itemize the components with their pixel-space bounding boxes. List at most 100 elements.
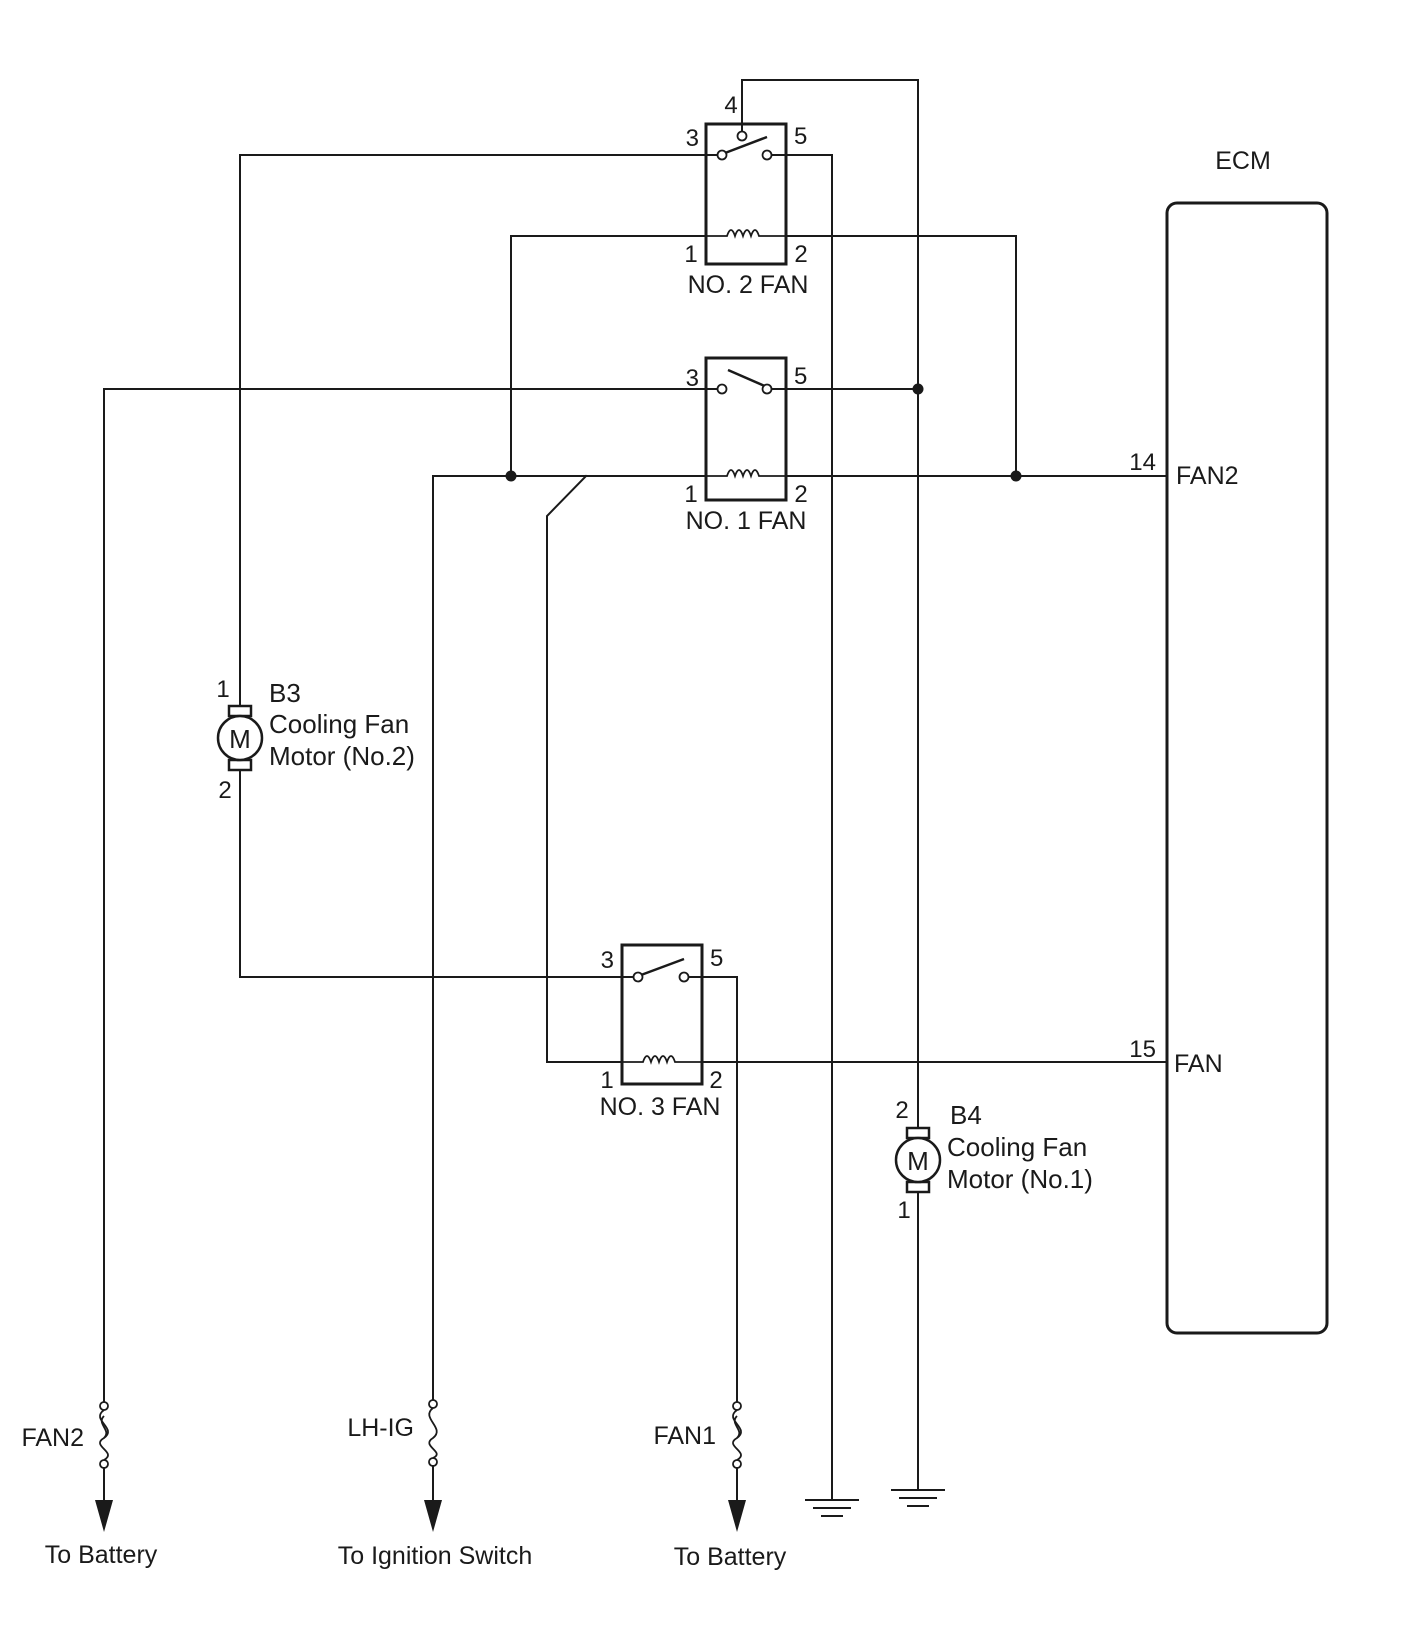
relay-no3-label: NO. 3 FAN [600,1093,721,1121]
fuse-lhig-terminal-top [428,1399,438,1409]
fuse-lhig-dest: To Ignition Switch [338,1542,533,1570]
wire-relay2-pin3-to-b3 [239,154,723,707]
motor-b3: M 1 2 B3 Cooling Fan Motor (No.2) [216,676,415,804]
motor-b3-name-line2: Motor (No.2) [269,741,415,771]
fuse-fan2-icon-inner [100,1415,108,1439]
ecm-pin-14-number: 14 [1129,449,1156,476]
relay-no1-box [704,356,788,502]
fuse-fan1-terminal-bottom [732,1459,742,1469]
wire-relay2-coil-pin2 [766,235,1017,477]
ecm-pin-fan-label: FAN [1174,1050,1223,1078]
relay-no1-contact-3 [716,383,728,395]
fuse-lhig-terminal-bottom [428,1457,438,1467]
relay-no1-pin-2: 2 [794,481,807,508]
fuse-fan2-terminal-bottom [99,1459,109,1469]
fuse-fan2: FAN2 To Battery [21,1401,158,1569]
motor-b3-icon [216,714,264,762]
motor-b3-letter: M [229,724,251,754]
wire-relay2-coil-pin1 [510,235,707,477]
motor-b4-top-cap [905,1126,931,1140]
fuse-lhig-arrow-icon [424,1500,442,1532]
relay-no2-fan: 3 5 4 1 2 NO. 2 FAN [684,92,808,299]
relay-no2-label: NO. 2 FAN [688,271,809,299]
motor-b3-pin-1: 1 [216,676,229,703]
fuse-fan1-dest: To Battery [674,1543,787,1571]
wire-relay2-pin4 [741,79,919,1491]
relay-no2-contact-5 [761,149,773,161]
motor-b3-pin-2: 2 [218,777,231,804]
relay-no1-contact-5 [761,383,773,395]
fuse-fan2-arrow-icon [95,1500,113,1532]
ecm-pin-15-number: 15 [1129,1036,1156,1063]
ecm-title: ECM [1215,147,1271,175]
relay-no2-box [704,122,788,266]
relay-no1-pin-5: 5 [794,363,807,390]
motor-b4-name-line2: Motor (No.1) [947,1164,1093,1194]
relay-no3-box [620,943,704,1086]
relay-no1-switch-blade [727,368,768,389]
fuse-fan1-terminal-top [732,1401,742,1411]
motor-b3-top-cap [227,704,253,718]
fuse-fan2-name: FAN2 [21,1424,84,1452]
motor-b4-icon [894,1136,942,1184]
junction-dot [912,383,924,395]
relay-no3-switch-blade [640,957,685,977]
relay-no1-label: NO. 1 FAN [686,507,807,535]
ground-1 [805,1499,859,1517]
fuse-fan1-name: FAN1 [653,1422,716,1450]
motor-b4-name-line1: Cooling Fan [947,1132,1087,1162]
relay-no1-fan: 3 5 1 2 NO. 1 FAN [684,356,808,535]
wire-branch-to-relay3-coil [546,474,654,1063]
fuse-fan2-terminal-top [99,1401,109,1411]
motor-b4: M 2 1 B4 Cooling Fan Motor (No.1) [894,1097,1093,1224]
relay-no2-pin-4: 4 [724,92,737,119]
ecm-pin-fan2-label: FAN2 [1176,462,1239,490]
relay-no2-contact-3 [716,149,728,161]
ecm-module: ECM 14 FAN2 15 FAN [1129,147,1329,1335]
wire-lhig-relay1-coil [432,475,707,1401]
motor-b3-name-line1: Cooling Fan [269,709,409,739]
fuse-fan1: FAN1 To Battery [653,1401,787,1571]
wire-relay2-pin5-ground [766,154,833,1501]
relay-no2-contact-4 [736,130,748,142]
motor-b4-pin-2: 2 [895,1097,908,1124]
motor-b4-bottom-cap [905,1180,931,1194]
relay-no3-pin-1: 1 [600,1067,613,1094]
motor-b3-code: B3 [269,678,301,708]
relay-no2-pin-1: 1 [684,241,697,268]
relay-no3-fan: 3 5 1 2 NO. 3 FAN [600,943,723,1121]
fuse-fan2-dest: To Battery [45,1541,158,1569]
motor-b3-bottom-cap [227,758,253,772]
relay-no2-coil-icon [706,229,786,239]
relay-no1-coil-icon [706,469,786,479]
wires [103,79,1168,1501]
wire-b3-to-relay3-pin3 [239,769,639,978]
motor-b4-code: B4 [950,1100,982,1130]
relay-no2-pin-2: 2 [794,241,807,268]
relay-no3-pin-2: 2 [709,1067,722,1094]
fuse-lhig: LH-IG To Ignition Switch [338,1399,533,1570]
ground-2 [891,1489,945,1507]
motor-b4-letter: M [907,1146,929,1176]
relay-no3-pin-3: 3 [601,947,614,974]
relay-no1-pin-1: 1 [684,481,697,508]
fuse-lhig-name: LH-IG [347,1414,414,1442]
relay-no2-pin-3: 3 [686,125,699,152]
junction-dot [505,470,517,482]
relay-no2-pin-5: 5 [794,123,807,150]
ecm-box [1165,201,1329,1335]
relay-no3-pin-5: 5 [710,945,723,972]
wire-relay1-pin3-fan2 [103,388,723,1403]
relay-no2-switch-blade [724,135,768,155]
relay-no1-pin-3: 3 [686,365,699,392]
relay-no3-contact-5 [678,971,690,983]
fuse-lhig-icon [428,1407,438,1459]
junction-dot [1010,470,1022,482]
fuse-fan1-icon-inner [733,1415,741,1439]
motor-b4-pin-1: 1 [897,1197,910,1224]
relay-no3-contact-3 [632,971,644,983]
relay-no3-coil-icon [622,1055,702,1065]
junctions [505,383,1022,482]
fuse-fan1-arrow-icon [728,1500,746,1532]
